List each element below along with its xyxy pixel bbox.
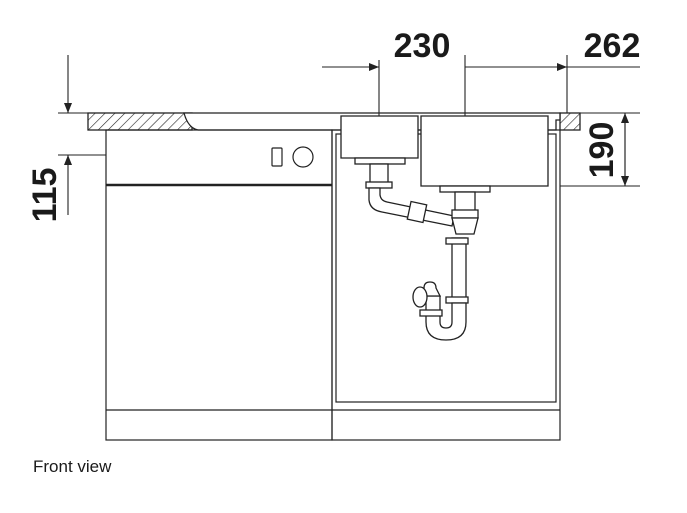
dishwasher-cabinet <box>105 129 333 441</box>
dimension-label-230: 230 <box>394 27 451 65</box>
trap-cleanout-cap <box>423 281 442 297</box>
caption-front-view: Front view <box>33 457 112 476</box>
tee-junction <box>451 217 479 235</box>
elbow-coupling <box>406 200 428 224</box>
small-bowl <box>340 115 419 159</box>
dimension-label-262: 262 <box>584 27 641 65</box>
dimension-label-190: 190 <box>583 122 621 179</box>
countertop-left-hatched <box>87 112 193 131</box>
vertical-pipe-nut <box>445 237 469 245</box>
countertop-right-hatched <box>559 112 581 131</box>
large-bowl-nut <box>451 209 479 219</box>
dimension-label-115: 115 <box>26 168 64 223</box>
small-bowl-nut <box>365 181 393 189</box>
trap-nut-left <box>419 309 443 317</box>
small-bowl-strainer <box>354 157 406 165</box>
trap-nut-right <box>445 296 469 304</box>
trap-cleanout-bulb <box>412 286 428 308</box>
large-bowl-tailpiece <box>454 191 476 213</box>
control-knob-icon <box>292 146 314 168</box>
dishwasher-body <box>105 129 333 441</box>
vertical-drain-pipe <box>451 237 467 299</box>
control-button-icon <box>271 147 283 167</box>
dimension-lines <box>58 55 640 215</box>
drain-pipework <box>365 163 479 341</box>
large-bowl-strainer <box>439 185 491 193</box>
large-bowl <box>420 115 549 187</box>
